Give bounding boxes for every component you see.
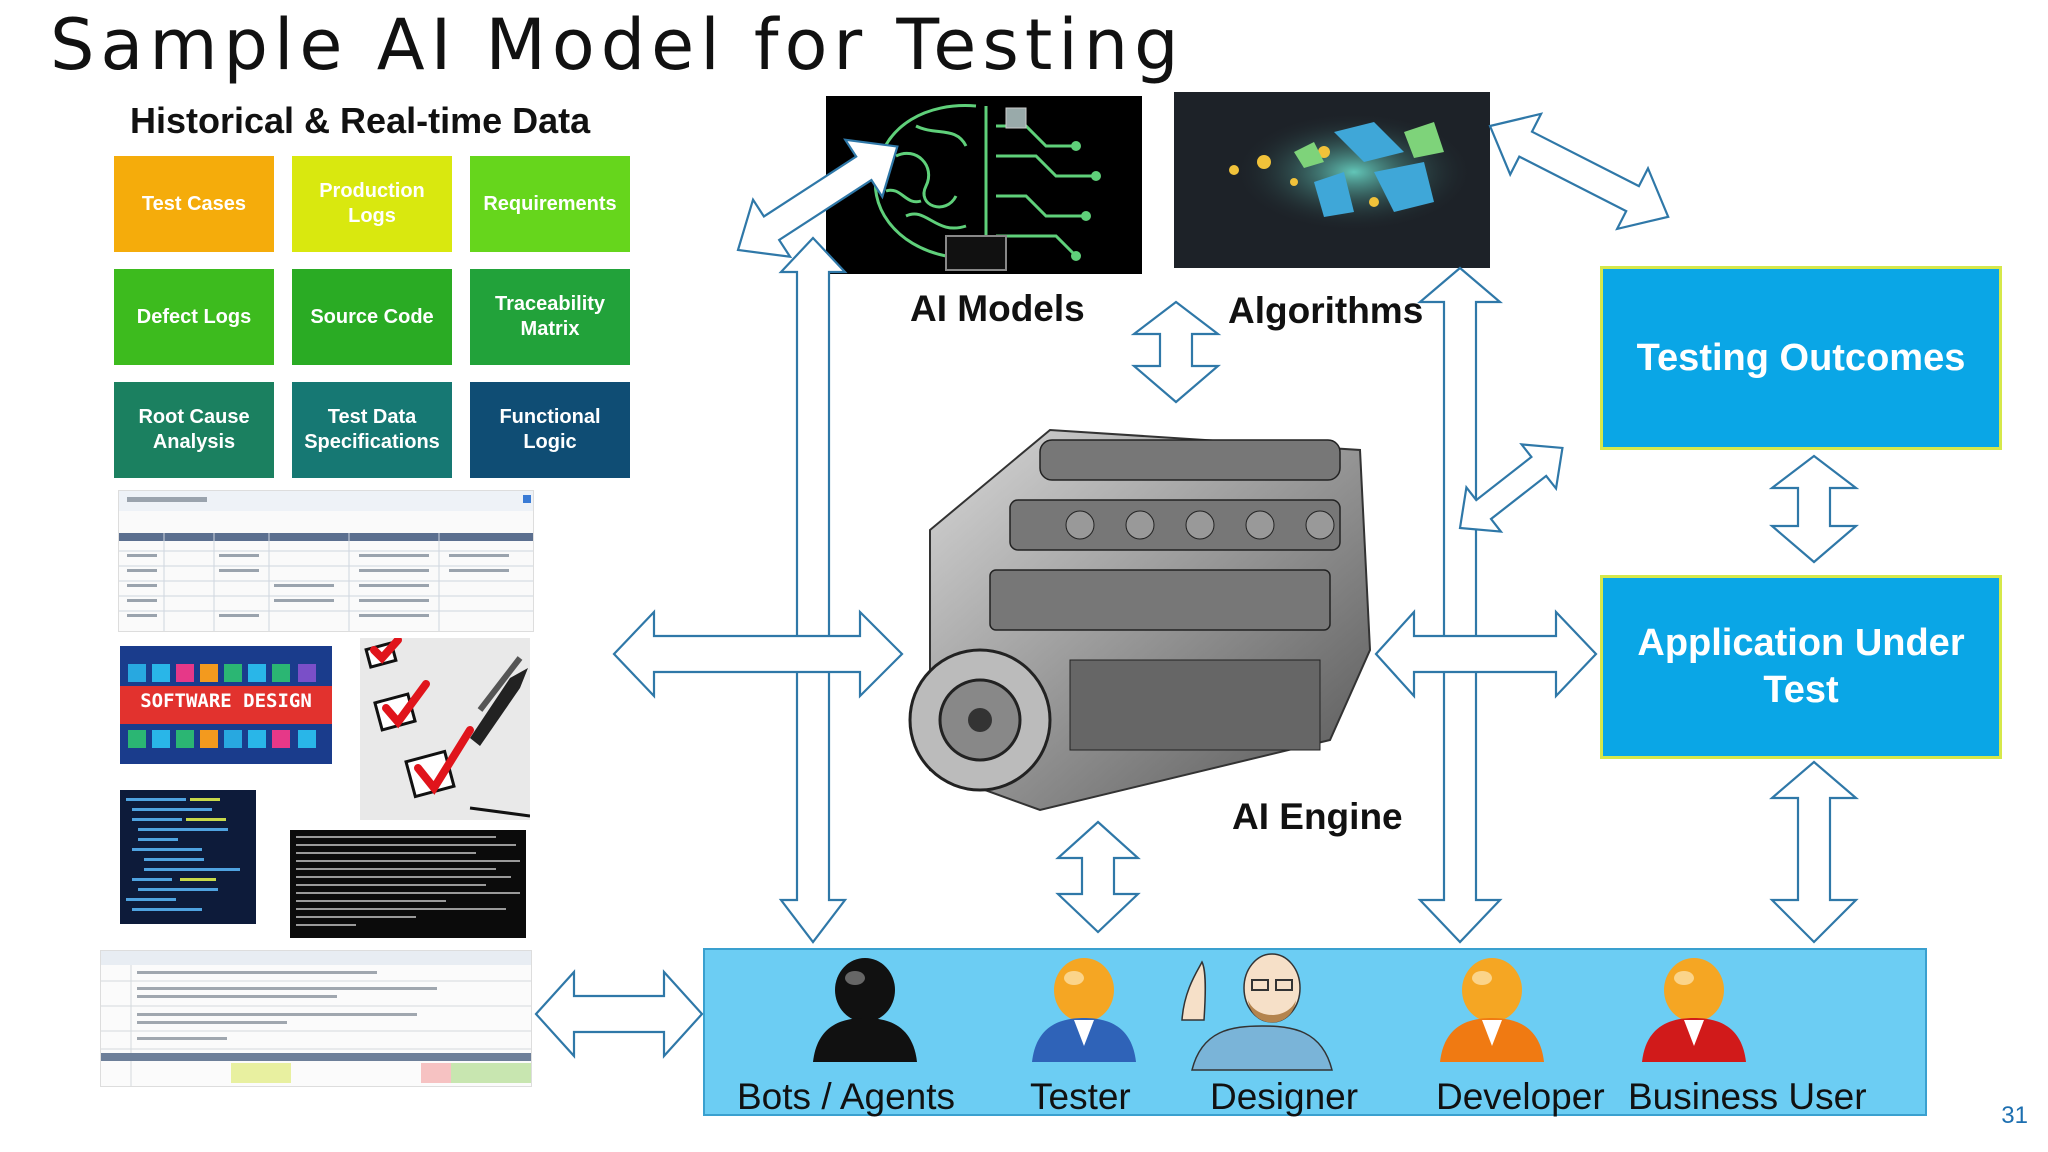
person-label-business-user: Business User [1628,1076,1867,1117]
test-report-thumbnail [100,950,532,1087]
algorithms-image [1174,92,1490,268]
double-arrow-icon [736,138,899,259]
double-arrow-icon [1769,760,1859,944]
application-under-test-box: Application Under Test [1600,575,2002,759]
tile-test-cases: Test Cases [114,156,274,252]
algorithms-label: Algorithms [1228,290,1424,331]
double-arrow-icon [612,609,904,699]
double-arrow-icon [1768,454,1860,564]
bot-person-icon [813,958,917,1062]
software-design-image: SOFTWARE DESIGN [120,646,332,764]
tile-source-code: Source Code [292,269,452,365]
tester-person-icon [1032,958,1136,1062]
person-label-tester: Tester [1030,1076,1131,1117]
application-under-test-label: Application Under Test [1637,621,1965,712]
developer-person-icon [1440,958,1544,1062]
ai-engine-image [890,410,1390,830]
tile-requirements: Requirements [470,156,630,252]
tile-functional-logic: Functional Logic [470,382,630,478]
testing-outcomes-box: Testing Outcomes [1600,266,2002,450]
spreadsheet-thumbnail [118,490,534,632]
tile-test-data-specifications: Test Data Specifications [292,382,452,478]
double-arrow-icon [1458,443,1564,533]
ai-models-label: AI Models [910,288,1085,329]
tile-root-cause-analysis: Root Cause Analysis [114,382,274,478]
double-arrow-icon [1488,112,1670,231]
business-user-person-icon [1642,958,1746,1062]
double-arrow-icon [778,236,848,944]
double-arrow-icon [1130,300,1222,404]
software-design-banner-text: SOFTWARE DESIGN [140,690,312,712]
double-arrow-icon [1055,820,1141,934]
designer-person-icon [1181,953,1333,1071]
double-arrow-icon [1417,266,1503,944]
person-label-bots-agents: Bots / Agents [737,1076,956,1117]
double-arrow-icon [1374,609,1598,699]
tile-production-logs: Production Logs [292,156,452,252]
tile-defect-logs: Defect Logs [114,269,274,365]
slide-title: Sample AI Model for Testing [50,4,1185,86]
checklist-image [360,638,530,820]
testing-outcomes-label: Testing Outcomes [1636,336,1966,379]
data-sources-heading: Historical & Real-time Data [130,100,591,141]
page-number: 31 [2001,1102,2028,1129]
code-editor-image [120,790,256,924]
tile-traceability-matrix: Traceability Matrix [470,269,630,365]
terminal-image [290,830,526,938]
person-label-developer: Developer [1436,1076,1605,1117]
double-arrow-icon [534,969,704,1059]
person-label-designer: Designer [1210,1076,1359,1117]
ai-engine-label: AI Engine [1232,796,1403,837]
